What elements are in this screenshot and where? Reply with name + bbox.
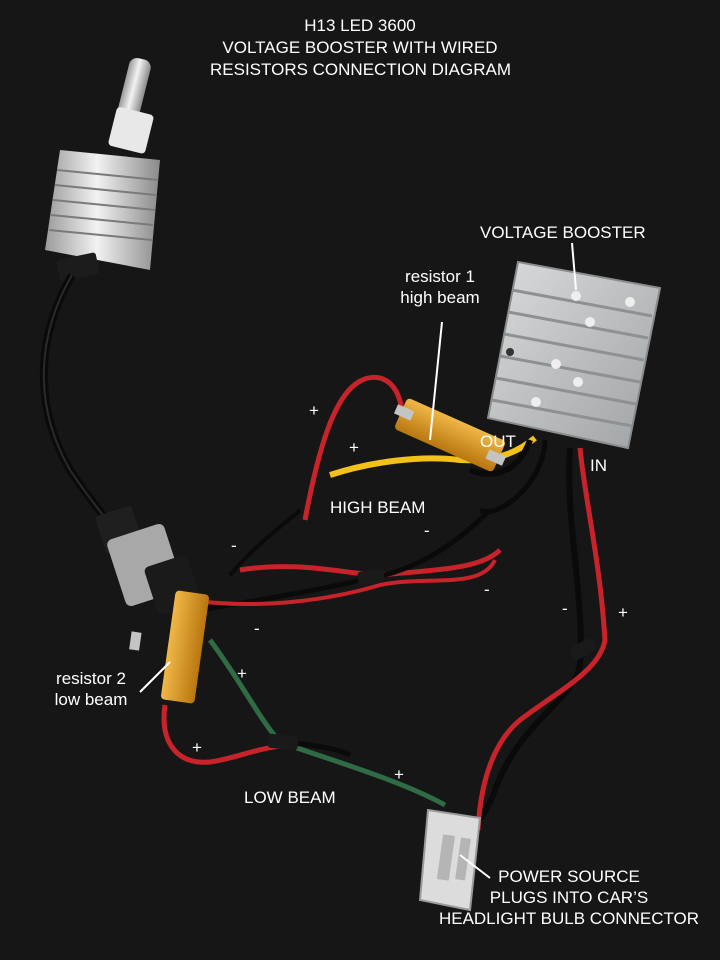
power-label-line-2: PLUGS INTO CAR’S: [489, 888, 649, 907]
title-line-3: RESISTORS CONNECTION DIAGRAM: [210, 60, 511, 79]
resistor1-pointer: [429, 321, 443, 441]
minus-sign: -: [484, 580, 490, 599]
low-beam-label: LOW BEAM: [244, 788, 336, 807]
power-pointer: [459, 854, 491, 879]
voltage-booster-label: VOLTAGE BOOSTER: [480, 223, 646, 242]
plus-sign: +: [618, 603, 628, 622]
resistor2-label-line-2: low beam: [54, 690, 128, 709]
resistor1-label-line-1: resistor 1: [405, 267, 475, 286]
title-line-2: VOLTAGE BOOSTER WITH WIRED: [222, 38, 498, 57]
plus-sign: +: [394, 765, 404, 784]
yellow-wire: [329, 435, 537, 478]
resistor-1: [393, 398, 507, 472]
bulb-harness-connector: [95, 505, 201, 615]
resistor1-label: resistor 1 high beam: [380, 266, 500, 308]
plus-sign: +: [309, 401, 319, 420]
power-source-label: POWER SOURCE PLUGS INTO CAR’S HEADLIGHT …: [426, 866, 712, 929]
resistor2-label: resistor 2 low beam: [36, 668, 146, 710]
out-label: OUT: [480, 432, 516, 451]
power-label-line-3: HEADLIGHT BULB CONNECTOR: [438, 909, 700, 928]
power-connector: [418, 808, 482, 912]
resistor2-pointer: [139, 661, 171, 693]
plus-sign: +: [192, 738, 202, 757]
diagram-title: H13 LED 3600 VOLTAGE BOOSTER WITH WIRED …: [210, 15, 511, 81]
minus-sign: -: [562, 599, 568, 618]
title-line-1: H13 LED 3600: [304, 16, 416, 35]
led-bulb: [45, 57, 160, 282]
minus-sign: -: [231, 536, 237, 555]
resistor2-label-line-1: resistor 2: [56, 669, 126, 688]
plus-sign: +: [349, 438, 359, 457]
minus-sign: -: [254, 619, 260, 638]
voltage-booster: [486, 260, 662, 450]
resistor1-label-line-2: high beam: [400, 288, 480, 307]
red-wire-in: [475, 447, 608, 831]
high-beam-label: HIGH BEAM: [330, 498, 426, 517]
power-label-line-1: POWER SOURCE: [498, 867, 640, 886]
resistor-2: [129, 590, 209, 704]
red-wire-low-plus: [161, 704, 301, 765]
in-label: IN: [590, 456, 607, 475]
plus-sign: +: [237, 664, 247, 683]
minus-sign: -: [424, 521, 430, 540]
booster-pointer: [571, 242, 577, 291]
